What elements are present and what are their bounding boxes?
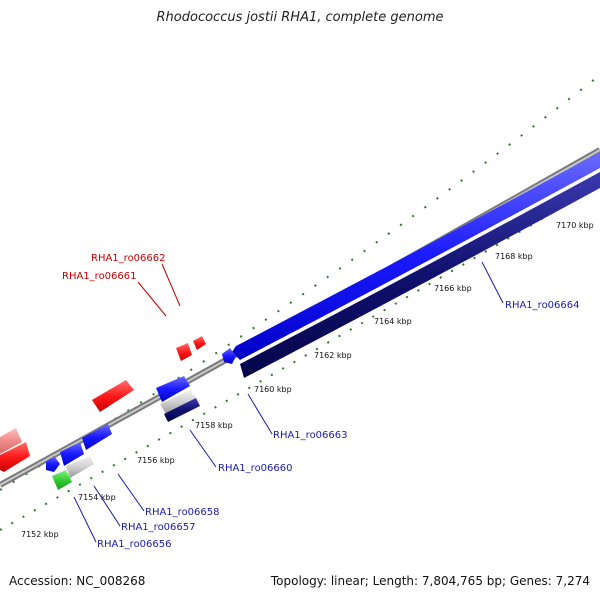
gene-label-ro06662[interactable]: RHA1_ro06662 [91,253,166,264]
genome-summary-text: Topology: linear; Length: 7,804,765 bp; … [270,574,590,588]
leader-ro06656 [73,496,97,543]
tick-label: 7168 kbp [495,252,533,261]
leader-ro06660 [189,429,217,468]
gene-label-ro06664[interactable]: RHA1_ro06664 [505,300,580,311]
gene-ro06657-blue[interactable] [60,442,84,466]
gene-reverse-left-faded[interactable] [0,428,22,454]
gene-ro06658-blue[interactable] [82,424,112,450]
gene-label-ro06663[interactable]: RHA1_ro06663 [273,430,348,441]
tick-label: 7160 kbp [254,385,292,394]
tick-label: 7158 kbp [195,421,233,430]
leader-ro06664 [481,261,504,304]
gene-ro06660-grey[interactable] [160,390,196,414]
gene-ro06660-navy[interactable] [164,398,200,422]
gene-ro06656-rna[interactable] [52,470,72,490]
tick-label: 7154 kbp [78,493,116,502]
leader-ro06662 [161,263,181,307]
gene-reverse-mid[interactable] [92,380,134,412]
upper-dotted-track [0,74,600,491]
map-title: Rhodococcus jostii RHA1, complete genome [156,10,444,25]
gene-ro06664-forward[interactable] [232,152,600,360]
gene-ro06662[interactable] [193,336,206,350]
gene-ro06657-grey[interactable] [66,456,94,478]
leader-ro06657 [93,485,121,527]
gene-label-ro06661[interactable]: RHA1_ro06661 [62,271,137,282]
gene-ro06660-blue[interactable] [156,376,190,402]
gene-label-ro06660[interactable]: RHA1_ro06660 [218,463,293,474]
accession-text: Accession: NC_008268 [9,574,146,588]
tick-label: 7162 kbp [314,351,352,360]
gene-label-ro06656[interactable]: RHA1_ro06656 [97,539,172,550]
gene-ro06663-arrow[interactable] [222,348,236,364]
leader-ro06658 [117,473,145,512]
gene-label-ro06657[interactable]: RHA1_ro06657 [121,522,196,533]
tick-label: 7166 kbp [434,284,472,293]
tick-label: 7170 kbp [556,221,594,230]
gene-ro06664-navy[interactable] [240,172,600,378]
gene-ro06661[interactable] [176,343,192,361]
gene-blue-arrow-small[interactable] [46,456,60,472]
tick-label: 7164 kbp [374,317,412,326]
gene-reverse-left[interactable] [0,442,30,472]
tick-label: 7152 kbp [21,530,59,539]
leader-ro06661 [137,281,167,317]
leader-ro06663 [247,393,273,435]
gene-label-ro06658[interactable]: RHA1_ro06658 [145,507,220,518]
tick-label: 7156 kbp [137,456,175,465]
